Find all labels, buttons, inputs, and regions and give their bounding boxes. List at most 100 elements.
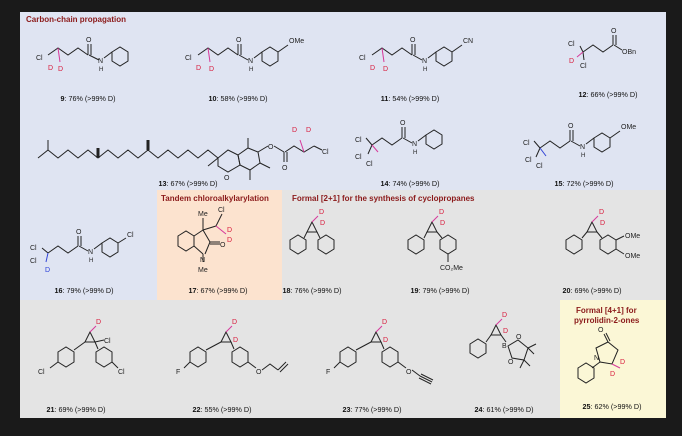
atom-ome: OMe	[621, 124, 636, 131]
structure-11: Cl D D O N H CN	[359, 37, 473, 73]
atom-obn: OBn	[622, 49, 636, 56]
atom-d: D	[610, 371, 615, 378]
atom-o: O	[410, 37, 416, 44]
atom-d: D	[440, 220, 445, 227]
section-title-carbon-chain: Carbon-chain propagation	[26, 15, 126, 24]
atom-cl: Cl	[536, 163, 543, 170]
atom-o: O	[236, 37, 242, 44]
compound-caption-11: 11: 54% (>99% D)	[380, 94, 440, 103]
atom-o: O	[86, 37, 92, 44]
atom-cl: Cl	[118, 369, 125, 376]
atom-o: O	[282, 165, 288, 172]
atom-ome: OMe	[289, 38, 304, 45]
compound-caption-20: 20: 69% (>99% D)	[562, 286, 622, 295]
atom-d: D	[48, 65, 53, 72]
atom-o: O	[76, 229, 82, 236]
atom-n: N	[422, 58, 427, 65]
compound-caption-22: 22: 55% (>99% D)	[192, 405, 252, 414]
atom-o: O	[508, 359, 514, 366]
atom-n: N	[594, 355, 599, 362]
atom-b: B	[502, 343, 507, 350]
compound-caption-15: 15: 72% (>99% D)	[554, 179, 614, 188]
atom-d: D	[45, 267, 50, 274]
atom-d: D	[233, 337, 238, 344]
structure-17: Me Cl D D O N Me	[177, 207, 232, 274]
atom-cl: Cl	[322, 149, 329, 156]
section-title-pyrrolidinones-line1: Formal [4+1] for	[576, 306, 637, 315]
atom-cl: Cl	[185, 55, 192, 62]
atom-me: Me	[198, 267, 208, 274]
atom-f: F	[176, 369, 180, 376]
compound-caption-17: 17: 67% (>99% D)	[188, 286, 248, 295]
atom-co2me: CO₂Me	[440, 265, 463, 272]
atom-d: D	[320, 220, 325, 227]
atom-cl: Cl	[36, 55, 43, 62]
region-carbon-chain-16	[20, 190, 157, 300]
atom-d: D	[196, 65, 201, 72]
compound-caption-12: 12: 66% (>99% D)	[578, 90, 638, 99]
atom-cl: Cl	[30, 245, 37, 252]
atom-d: D	[227, 227, 232, 234]
compound-caption-23: 23: 77% (>99% D)	[342, 405, 402, 414]
atom-n: N	[98, 58, 103, 65]
atom-o: O	[224, 175, 230, 182]
structure-21: D Cl Cl Cl	[38, 319, 125, 376]
atom-d: D	[600, 220, 605, 227]
region-cyclopropanes-2	[20, 300, 560, 418]
atom-o: O	[400, 120, 406, 127]
compound-caption-16: 16: 79% (>99% D)	[54, 286, 114, 295]
atom-d: D	[370, 65, 375, 72]
atom-d: D	[319, 209, 324, 216]
atom-d: D	[502, 312, 507, 319]
atom-d: D	[383, 337, 388, 344]
atom-h: H	[249, 67, 253, 73]
atom-o: O	[268, 144, 274, 151]
atom-cl: Cl	[127, 232, 134, 239]
structure-10: Cl D D O N H OMe	[185, 37, 304, 73]
region-cyclopropanes	[282, 190, 666, 300]
atom-d: D	[292, 127, 297, 134]
atom-d: D	[232, 319, 237, 326]
compound-caption-24: 24: 61% (>99% D)	[474, 405, 534, 414]
atom-h: H	[413, 150, 417, 156]
section-title-cyclopropanes: Formal [2+1] for the synthesis of cyclop…	[292, 194, 475, 203]
atom-d: D	[599, 209, 604, 216]
atom-o: O	[220, 242, 226, 249]
compound-caption-25: 25: 62% (>99% D)	[582, 402, 642, 411]
atom-d: D	[209, 66, 214, 73]
atom-o: O	[611, 28, 617, 35]
compound-caption-9: 9: 76% (>99% D)	[60, 94, 116, 103]
atom-o: O	[406, 369, 412, 376]
compound-caption-14: 14: 74% (>99% D)	[380, 179, 440, 188]
atom-d: D	[382, 319, 387, 326]
atom-cl: Cl	[355, 137, 362, 144]
atom-d: D	[620, 359, 625, 366]
region-carbon-chain	[20, 12, 666, 190]
compound-caption-19: 19: 79% (>99% D)	[410, 286, 470, 295]
structure-24: D D B O O	[469, 312, 537, 369]
atom-cl: Cl	[525, 157, 532, 164]
atom-cl: Cl	[523, 140, 530, 147]
atom-f: F	[326, 369, 330, 376]
atom-o: O	[516, 334, 522, 341]
atom-d: D	[306, 127, 311, 134]
atom-n: N	[412, 141, 417, 148]
atom-h: H	[581, 153, 585, 159]
compound-caption-18: 18: 76% (>99% D)	[282, 286, 342, 295]
atom-d: D	[227, 237, 232, 244]
atom-h: H	[99, 67, 103, 73]
atom-d: D	[58, 66, 63, 73]
atom-n: N	[580, 144, 585, 151]
structure-19: D D CO₂Me	[407, 209, 463, 272]
atom-h: H	[423, 67, 427, 73]
atom-cl: Cl	[30, 258, 37, 265]
structure-16: Cl Cl D O N H Cl	[30, 229, 134, 274]
atom-o: O	[598, 327, 604, 334]
structure-12: Cl Cl D O OBn	[568, 28, 636, 70]
atom-cl: Cl	[355, 154, 362, 161]
compound-caption-13: 13: 67% (>99% D)	[158, 179, 218, 188]
atom-cl: Cl	[568, 41, 575, 48]
atom-d: D	[96, 319, 101, 326]
